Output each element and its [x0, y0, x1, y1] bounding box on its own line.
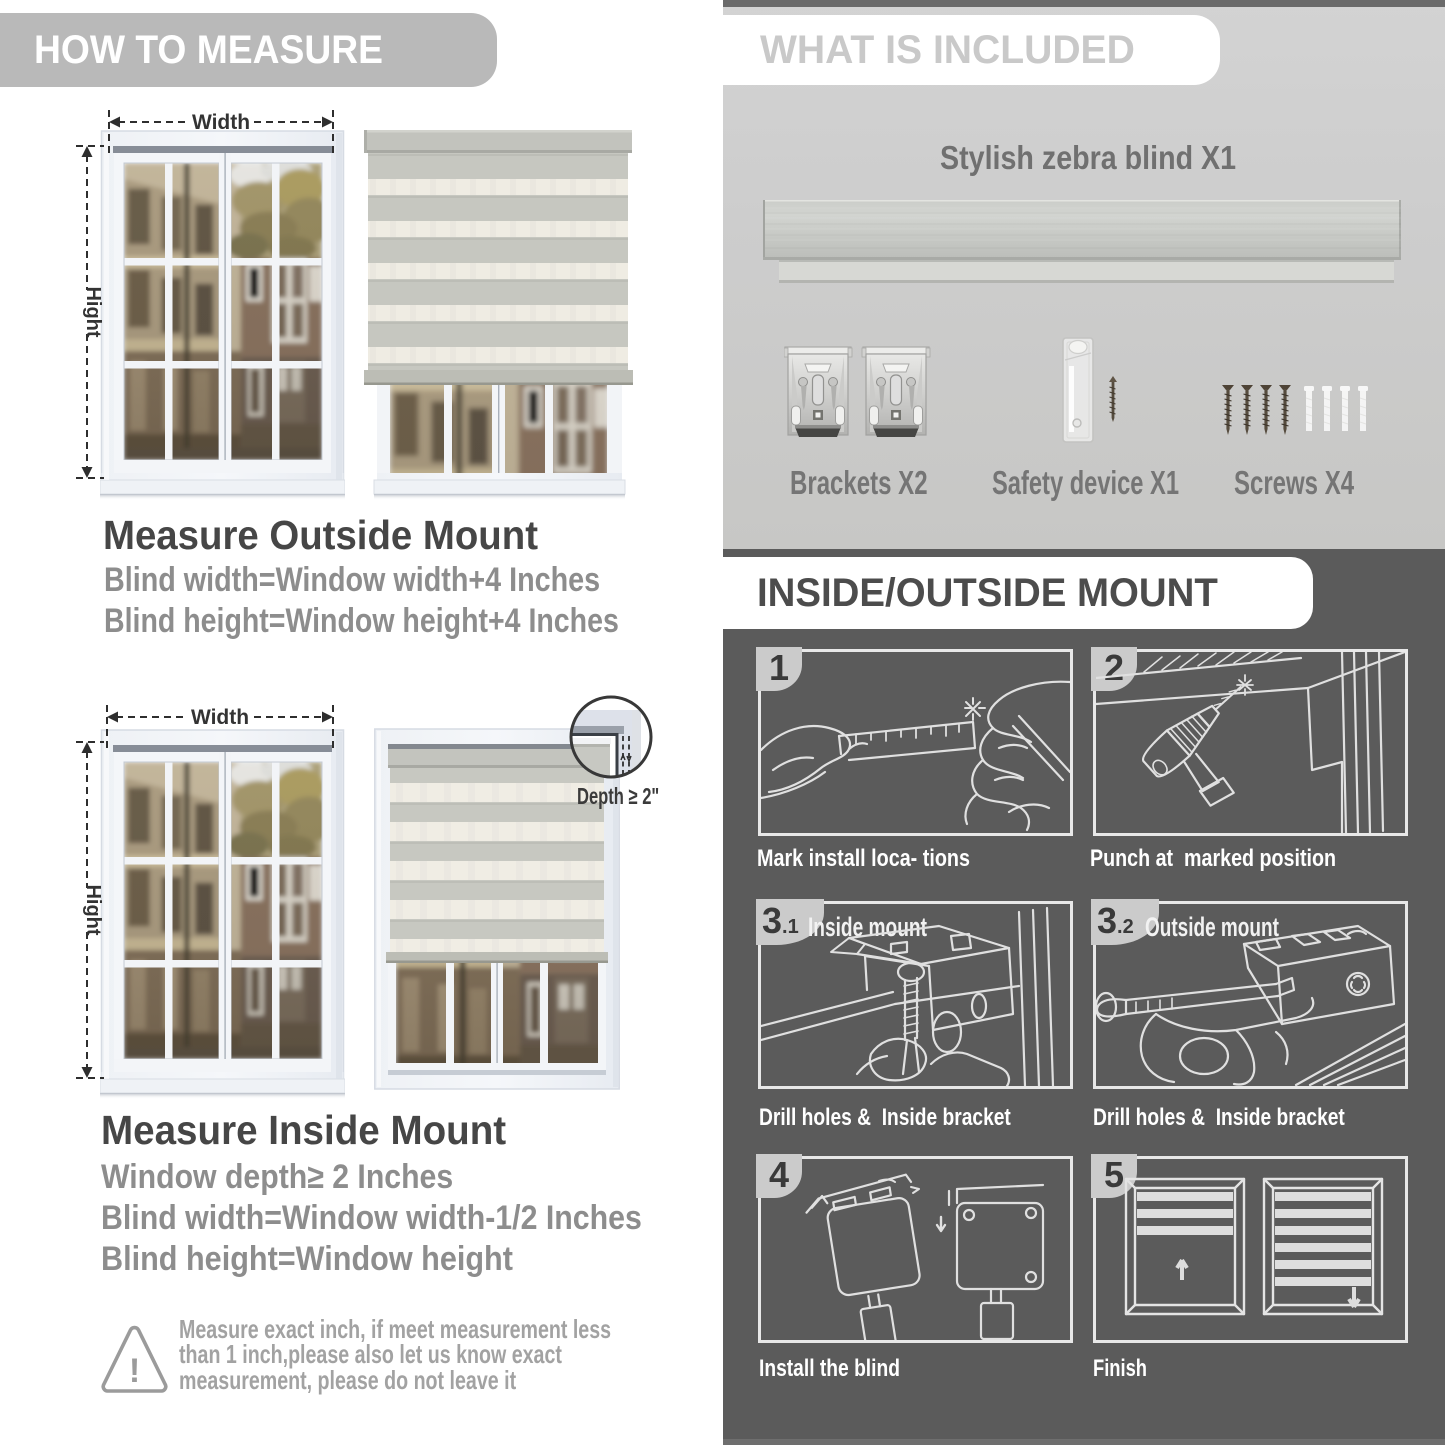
svg-text:!: !	[129, 1352, 140, 1390]
svg-text:Width: Width	[192, 111, 250, 134]
svg-text:Hight: Hight	[82, 884, 104, 935]
svg-text:Width: Width	[191, 706, 249, 729]
svg-text:Hight: Hight	[82, 286, 104, 337]
